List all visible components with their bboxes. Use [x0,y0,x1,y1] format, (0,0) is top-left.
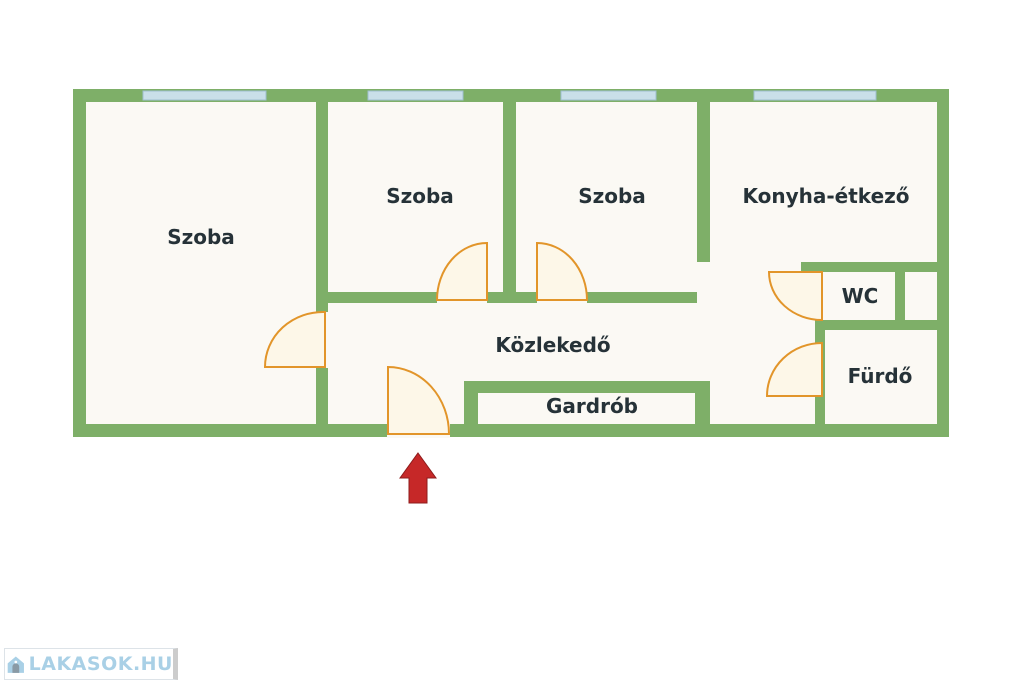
room-kitchen [710,102,937,262]
window [560,90,657,101]
house-icon [7,656,24,673]
door-szoba-3[interactable] [536,241,589,301]
entrance-arrow-icon [399,452,437,504]
room-label: Gardrób [546,394,638,418]
room-label: Szoba [386,184,454,208]
entrance-door[interactable] [387,365,451,435]
room-label: Közlekedő [495,333,610,357]
room-label: Fürdő [848,364,913,388]
window [367,90,464,101]
door-szoba-1[interactable] [263,310,326,368]
door-szoba-2[interactable] [435,241,488,301]
room-label: WC [842,284,879,308]
room-wc [823,272,895,320]
logo-text: LAKASOK.HU [28,653,173,675]
logo: LAKASOK.HU [4,648,178,680]
window [753,90,877,101]
room-szoba-1 [86,102,316,424]
room-label: Szoba [578,184,646,208]
room-bath [825,330,937,424]
door-wc[interactable] [767,271,823,322]
room-wardrobe [478,393,695,425]
room-label: Konyha-étkező [742,184,909,208]
room-storage [905,272,937,320]
window [142,90,267,101]
door-bath[interactable] [765,341,823,397]
room-label: Szoba [167,225,235,249]
